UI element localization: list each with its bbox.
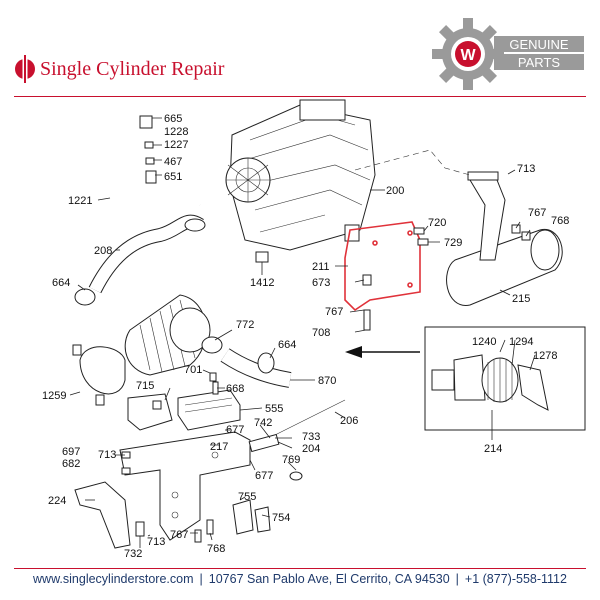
cable-206	[264, 399, 346, 441]
label-677-bottom: 677	[255, 470, 273, 482]
unit-715	[127, 393, 173, 431]
label-870: 870	[318, 375, 336, 387]
label-715: 715	[136, 380, 154, 392]
badge-letter: W	[460, 47, 476, 64]
gear-icon	[432, 18, 504, 90]
footer: www.singlecylinderstore.com | 10767 San Pa…	[0, 572, 600, 586]
label-767-bottom: 767	[170, 529, 188, 541]
clamp-664-bottom	[257, 352, 275, 374]
bracket-754	[254, 506, 271, 533]
label-211: 211	[312, 261, 330, 273]
label-651: 651	[164, 171, 182, 183]
label-1240: 1240	[472, 336, 496, 348]
sensor-733	[248, 433, 280, 453]
label-200: 200	[386, 185, 404, 197]
label-713-bottom: 713	[147, 536, 165, 548]
inset-air-cleaner	[431, 354, 549, 411]
label-1221: 1221	[68, 195, 92, 207]
label-204: 204	[302, 443, 320, 455]
label-701: 701	[184, 364, 202, 376]
label-754: 754	[272, 512, 290, 524]
label-720: 720	[428, 217, 446, 229]
label-224: 224	[48, 495, 66, 507]
label-697: 697	[62, 446, 80, 458]
header-divider	[14, 96, 586, 97]
muffler-215	[446, 171, 563, 306]
label-708: 708	[312, 327, 330, 339]
footer-phone[interactable]: +1 (877)-558-1112	[464, 572, 567, 586]
label-769: 769	[282, 454, 300, 466]
label-215: 215	[512, 293, 530, 305]
band-1259	[72, 344, 126, 406]
clamp-664-top	[74, 288, 96, 306]
cover-224	[74, 481, 131, 549]
label-673: 673	[312, 277, 330, 289]
bracket-755	[232, 499, 254, 535]
label-713-top: 713	[517, 163, 535, 175]
nut-768	[206, 519, 214, 535]
footer-divider	[14, 568, 586, 569]
label-668: 668	[226, 383, 244, 395]
bolt-732	[135, 521, 145, 537]
label-665: 665	[164, 113, 182, 125]
label-742: 742	[254, 417, 272, 429]
part-labels: 665 1228 1227 467 651 1221 200 713 720 7…	[42, 113, 569, 560]
leader-dashed-exhaust	[354, 149, 471, 176]
label-664-bottom: 664	[278, 339, 296, 351]
brand-logo-icon	[15, 55, 35, 83]
label-1228: 1228	[164, 126, 188, 138]
air-cleaner-left	[124, 294, 223, 376]
frame-217	[119, 431, 251, 541]
label-664-top: 664	[52, 277, 70, 289]
label-772: 772	[236, 319, 254, 331]
footer-website-link[interactable]: www.singlecylinderstore.com	[33, 572, 194, 586]
label-555: 555	[265, 403, 283, 415]
footer-address: 10767 San Pablo Ave, El Cerrito, CA 9453…	[208, 572, 450, 586]
label-768-bottom: 768	[207, 543, 225, 555]
label-733: 733	[302, 431, 320, 443]
label-1278: 1278	[533, 350, 557, 362]
label-1259: 1259	[42, 390, 66, 402]
label-1227: 1227	[164, 139, 188, 151]
label-677-middle: 677	[226, 424, 244, 436]
footer-separator: |	[199, 572, 203, 586]
leader-lines	[69, 117, 536, 548]
fittings-665-651	[139, 115, 157, 184]
label-729: 729	[444, 237, 462, 249]
sensor-part	[344, 224, 360, 242]
label-768-top: 768	[551, 215, 569, 227]
label-214: 214	[484, 443, 502, 455]
brand-name: Single Cylinder Repair	[40, 57, 225, 80]
label-208: 208	[94, 245, 112, 257]
label-755: 755	[238, 491, 256, 503]
controller-555	[177, 389, 241, 431]
label-767-middle: 767	[325, 306, 343, 318]
label-767-top: 767	[528, 207, 546, 219]
label-713-left: 713	[98, 449, 116, 461]
label-732: 732	[124, 548, 142, 560]
label-206: 206	[340, 415, 358, 427]
brand-header: Single Cylinder Repair	[14, 52, 224, 86]
label-1412: 1412	[250, 277, 274, 289]
genuine-parts-badge: W GENUINE PARTS	[432, 18, 584, 90]
engine-200	[225, 99, 376, 263]
footer-separator: |	[455, 572, 459, 586]
sensor-769	[289, 471, 303, 481]
label-217: 217	[210, 441, 228, 453]
bolt-767	[194, 529, 202, 543]
label-682: 682	[62, 458, 80, 470]
label-467: 467	[164, 156, 182, 168]
badge-text-top: GENUINE	[509, 37, 569, 52]
badge-text-bottom: PARTS	[518, 55, 560, 70]
label-1294: 1294	[509, 336, 533, 348]
hose-870	[221, 349, 292, 387]
